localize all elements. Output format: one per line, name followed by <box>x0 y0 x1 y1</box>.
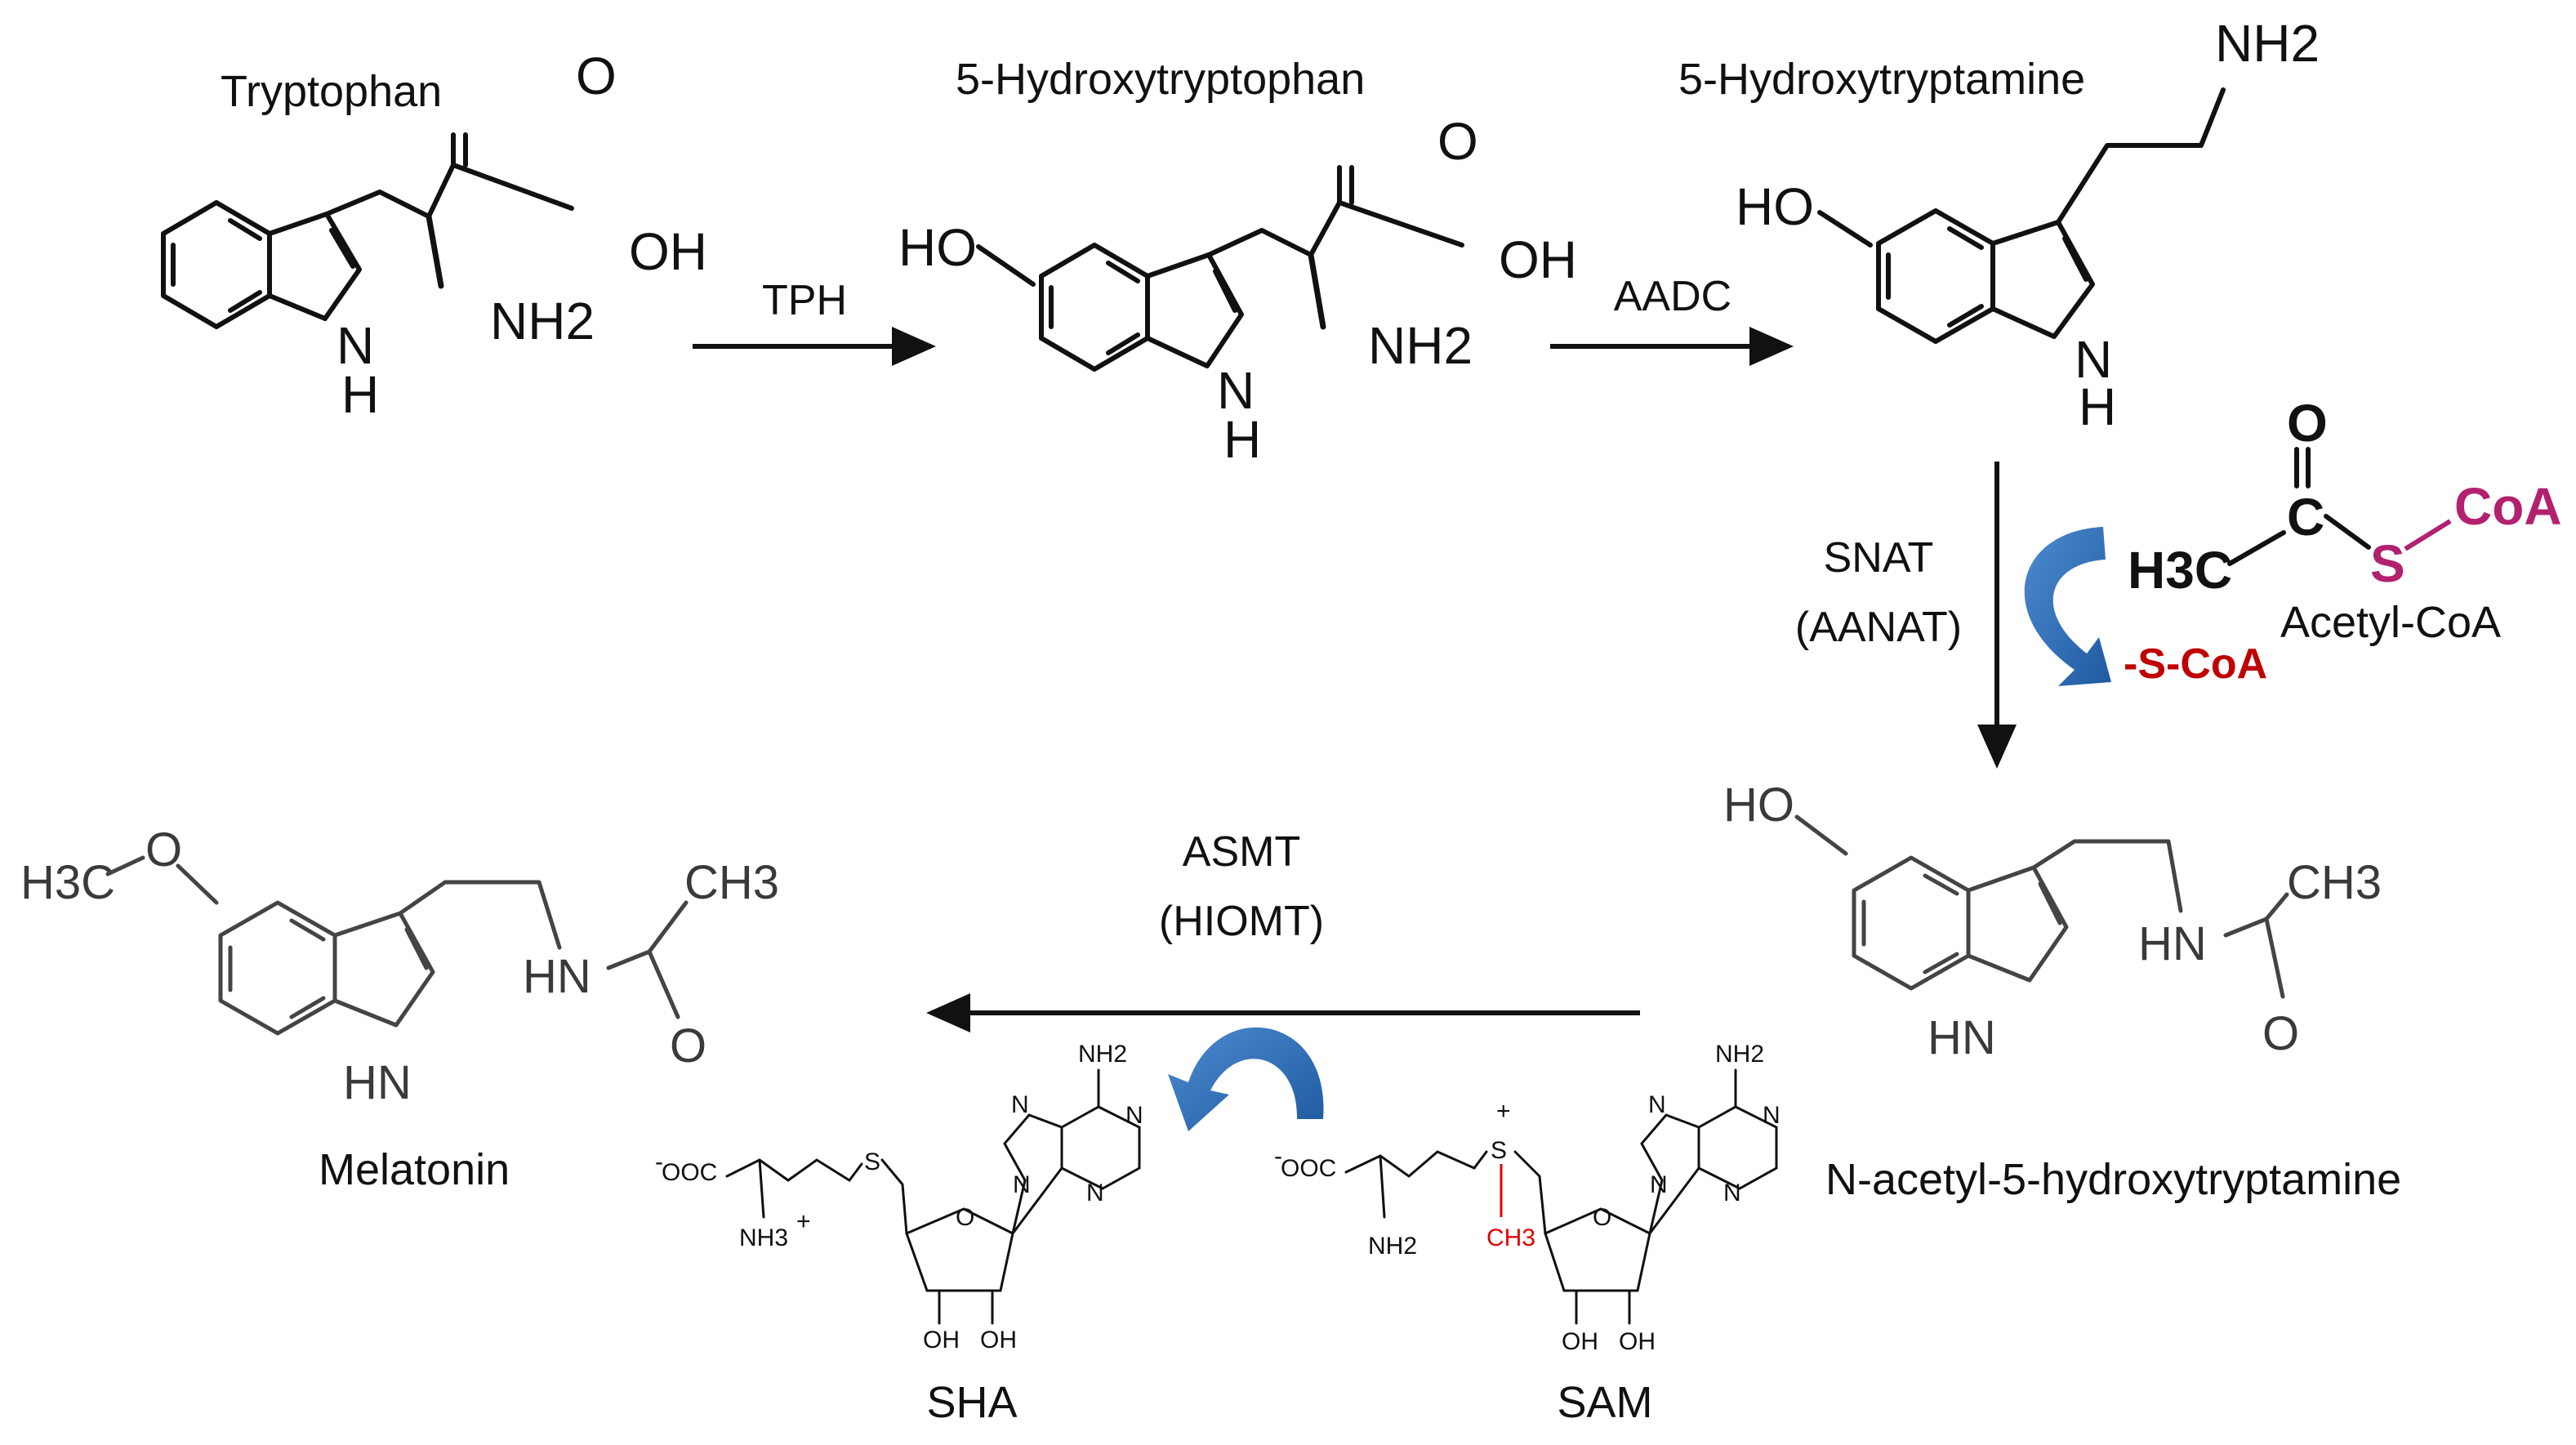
sha-structure: - OOC NH3 + S O OH OH N N N N NH2 SHA <box>655 1041 1143 1427</box>
sha-adenine-nh2: NH2 <box>1078 1041 1127 1068</box>
acetyl-coa-structure: O C H3C S CoA Acetyl-CoA -S-CoA <box>2124 394 2562 688</box>
melatonin-hn-ring: HN <box>343 1056 412 1109</box>
hydroxytryptophan-ho: HO <box>898 218 977 277</box>
sha-nh3-plus: + <box>796 1208 811 1235</box>
hiomt-enzyme-label: (HIOMT) <box>1159 898 1324 945</box>
asmt-reaction-arrow: ASMT (HIOMT) <box>926 828 1640 1032</box>
aadc-reaction-arrow: AADC <box>1550 273 1794 366</box>
sha-ooc: OOC <box>662 1159 717 1186</box>
sha-carboxyl-minus: - <box>655 1148 663 1175</box>
tryptophan-carbonyl-o: O <box>576 47 617 105</box>
sam-methyl-ch3: CH3 <box>1486 1224 1535 1251</box>
nacetyl-ch3: CH3 <box>2287 856 2382 909</box>
sha-sulfur: S <box>864 1148 880 1175</box>
hydroxytryptamine-label: 5-Hydroxytryptamine <box>1678 55 2085 104</box>
sam-ooc: OOC <box>1281 1155 1336 1182</box>
hydroxytryptamine-ho: HO <box>1736 177 1814 236</box>
tryptophan-nh2: NH2 <box>490 292 595 350</box>
nacetyl-carbonyl-o: O <box>2262 1007 2299 1060</box>
asmt-enzyme-label: ASMT <box>1183 828 1300 876</box>
methyl-transfer-curved-arrow <box>1168 1027 1324 1131</box>
snat-reaction-arrow: SNAT (AANAT) <box>1795 462 2017 769</box>
acetyl-coa-h3c: H3C <box>2128 541 2232 600</box>
tph-enzyme-label: TPH <box>762 277 847 324</box>
melatonin-h3c: H3C <box>20 856 115 909</box>
tryptophan-structure: Tryptophan N H O OH NH2 <box>161 47 707 424</box>
sha-ribose-o: O <box>956 1204 974 1231</box>
snat-enzyme-label: SNAT <box>1824 534 1934 582</box>
aanat-enzyme-label: (AANAT) <box>1795 604 1962 651</box>
sam-adenine-n9: N <box>1650 1171 1668 1198</box>
tryptophan-oh: OH <box>629 222 707 281</box>
sam-ribose-o: O <box>1593 1204 1611 1231</box>
sha-ribose-oh-left: OH <box>923 1327 960 1354</box>
hydroxytryptophan-indole-n: N <box>1217 361 1255 420</box>
sam-adenine-n7: N <box>1648 1091 1666 1118</box>
tryptophan-indole-n: N <box>336 316 374 375</box>
hydroxytryptamine-indole-n: N <box>2075 330 2112 389</box>
hydroxytryptophan-indole-h: H <box>1223 410 1261 469</box>
acetyl-coa-carbonyl-o: O <box>2287 394 2328 453</box>
sam-sulfur: S <box>1491 1137 1507 1164</box>
tryptophan-label: Tryptophan <box>221 67 442 116</box>
nacetyl-hn-amide: HN <box>2138 917 2207 970</box>
sam-adenine-nh2: NH2 <box>1715 1041 1764 1068</box>
sam-label: SAM <box>1557 1378 1652 1427</box>
melatonin-label: Melatonin <box>319 1145 510 1194</box>
sha-adenine-n9: N <box>1013 1171 1031 1198</box>
sam-structure: - OOC NH2 + S CH3 O OH OH N N N N NH2 SA… <box>1274 1041 1780 1427</box>
sam-adenine-n3: N <box>1723 1180 1741 1206</box>
sha-ribose-oh-right: OH <box>980 1327 1017 1354</box>
hydroxytryptophan-oh: OH <box>1499 230 1577 289</box>
nacetyl-hn-ring: HN <box>1928 1011 1996 1064</box>
hydroxytryptophan-nh2: NH2 <box>1368 316 1473 375</box>
acetyl-coa-carbon: C <box>2287 488 2324 546</box>
hydroxytryptamine-nh2: NH2 <box>2215 14 2320 73</box>
hydroxytryptophan-carbonyl-o: O <box>1437 112 1478 171</box>
sam-nh2: NH2 <box>1368 1233 1417 1260</box>
sha-adenine-n1: N <box>1125 1102 1143 1129</box>
hydroxytryptamine-indole-h: H <box>2079 377 2116 436</box>
sam-carboxyl-minus: - <box>1274 1143 1282 1170</box>
sam-ribose-oh-right: OH <box>1619 1328 1656 1355</box>
tryptophan-indole-h: H <box>341 365 379 424</box>
sam-sulfur-plus: + <box>1496 1098 1511 1125</box>
sam-ribose-oh-left: OH <box>1562 1328 1598 1355</box>
melatonin-hn-amide: HN <box>523 950 591 1003</box>
sha-adenine-n7: N <box>1011 1091 1029 1118</box>
nacetyl-ho: HO <box>1723 778 1794 832</box>
hydroxytryptophan-label: 5-Hydroxytryptophan <box>956 55 1365 104</box>
acetyl-coa-coa: CoA <box>2454 477 2562 536</box>
nacetyl-structure: HO HN HN CH3 O N-acetyl-5-hydroxytryptam… <box>1723 778 2401 1204</box>
sha-adenine-n3: N <box>1086 1180 1104 1206</box>
sha-label: SHA <box>926 1378 1017 1427</box>
acetyl-coa-sulfur: S <box>2370 534 2405 593</box>
melatonin-ch3: CH3 <box>684 856 779 909</box>
sam-adenine-n1: N <box>1763 1102 1780 1129</box>
sha-nh3: NH3 <box>739 1224 788 1251</box>
hydroxytryptamine-structure: 5-Hydroxytryptamine HO N H NH2 <box>1678 14 2320 436</box>
melatonin-carbonyl-o: O <box>670 1019 706 1073</box>
hydroxytryptophan-structure: 5-Hydroxytryptophan HO N H O OH NH2 <box>898 55 1577 469</box>
s-coa-byproduct: -S-CoA <box>2124 640 2267 688</box>
tph-reaction-arrow: TPH <box>693 277 936 366</box>
melatonin-ether-o: O <box>145 823 182 876</box>
acetyl-coa-label: Acetyl-CoA <box>2280 598 2501 647</box>
aadc-enzyme-label: AADC <box>1614 273 1731 320</box>
melatonin-structure: H3C O HN HN CH3 O Melatonin <box>20 823 779 1194</box>
acetyl-transfer-curved-arrow <box>2024 527 2111 686</box>
nacetyl-label: N-acetyl-5-hydroxytryptamine <box>1825 1155 2401 1204</box>
